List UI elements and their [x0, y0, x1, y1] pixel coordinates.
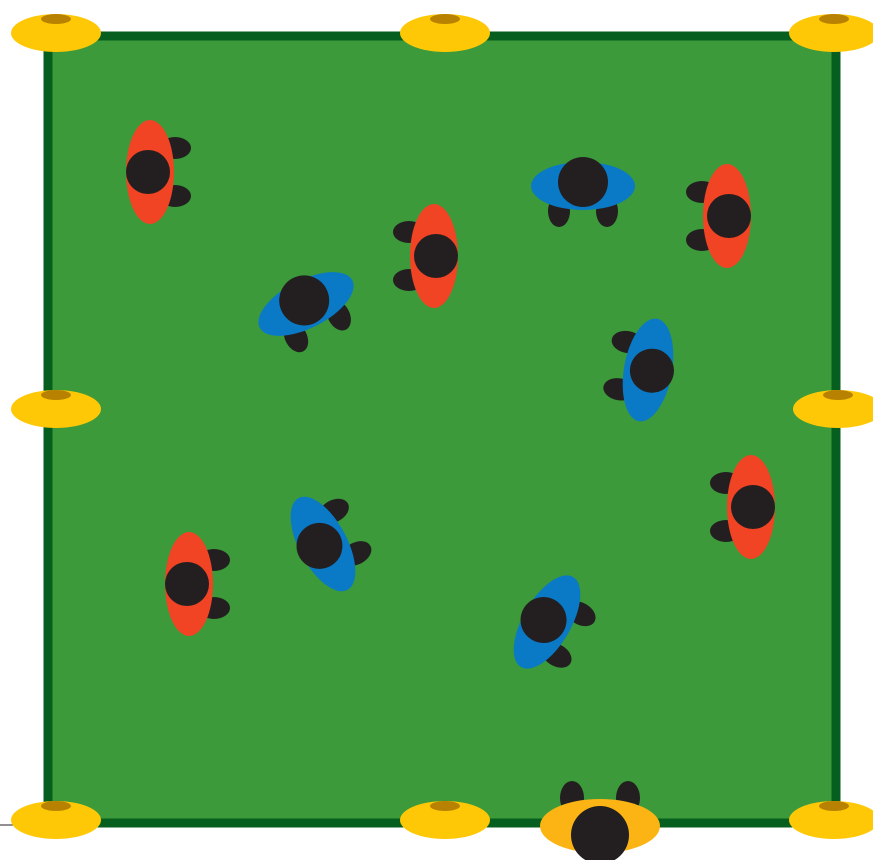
cone — [11, 14, 101, 52]
cone — [400, 14, 490, 52]
cone — [400, 801, 490, 839]
cone — [11, 801, 101, 839]
cone — [11, 390, 101, 428]
